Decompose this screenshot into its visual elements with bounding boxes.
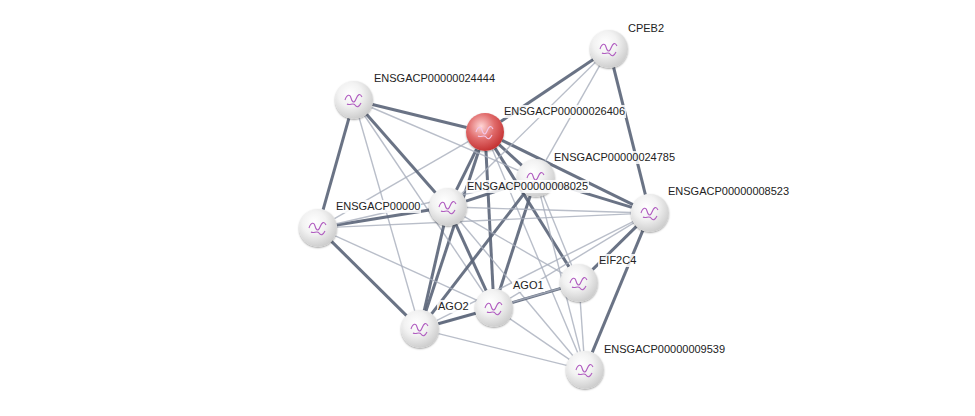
node-label: AGO1 (512, 279, 545, 292)
interaction-edge (592, 231, 642, 353)
node-label: ENSGACP00000 (335, 200, 421, 213)
structure-icon (567, 271, 591, 295)
node-label: ENSGACP00000024785 (553, 151, 676, 164)
node-label: ENSGACP00000008025 (466, 180, 589, 193)
interaction-edge (438, 334, 566, 366)
structure-icon (482, 296, 506, 320)
structure-icon (473, 120, 497, 144)
interaction-edge (593, 226, 637, 269)
protein-node: CPEB2 (590, 30, 628, 68)
interaction-edge (437, 222, 633, 321)
interaction-edge (332, 241, 407, 315)
protein-node: ENSGACP00000 (299, 209, 337, 247)
structure-icon (573, 358, 597, 382)
interaction-edge (580, 302, 583, 351)
interaction-edge (460, 222, 573, 356)
protein-node: EIF2C4 (560, 264, 598, 302)
structure-icon (342, 88, 366, 112)
structure-icon (408, 317, 432, 341)
interaction-edge (323, 118, 349, 209)
interaction-edge (372, 105, 466, 128)
node-label: AGO2 (437, 300, 470, 313)
protein-node: ENSGACP00000026406 (466, 113, 504, 151)
structure-icon (306, 216, 330, 240)
protein-node: ENSGACP00000009539 (566, 351, 604, 389)
interaction-edge (424, 226, 443, 311)
interaction-edge (614, 67, 646, 194)
protein-node: ENSGACP00000024444 (335, 81, 373, 119)
node-label: ENSGACP00000024444 (373, 72, 496, 85)
protein-node: AGO2 (401, 310, 439, 348)
interaction-edge (337, 214, 631, 227)
protein-node: ENSGACP00000008523 (631, 194, 669, 232)
interaction-edge (467, 208, 631, 213)
interaction-edge (371, 107, 518, 170)
node-label: ENSGACP00000009539 (603, 343, 726, 356)
protein-node: ENSGACP00000008025 (429, 188, 467, 226)
interaction-edge (438, 313, 475, 324)
structure-icon (597, 37, 621, 61)
structure-icon (638, 201, 662, 225)
node-label: EIF2C4 (598, 254, 637, 267)
node-label: CPEB2 (627, 22, 665, 35)
interaction-edge (335, 236, 476, 300)
protein-node: AGO1 (475, 289, 513, 327)
node-label: ENSGACP00000026406 (503, 105, 626, 118)
structure-icon (436, 195, 460, 219)
node-label: ENSGACP00000008523 (667, 185, 790, 198)
